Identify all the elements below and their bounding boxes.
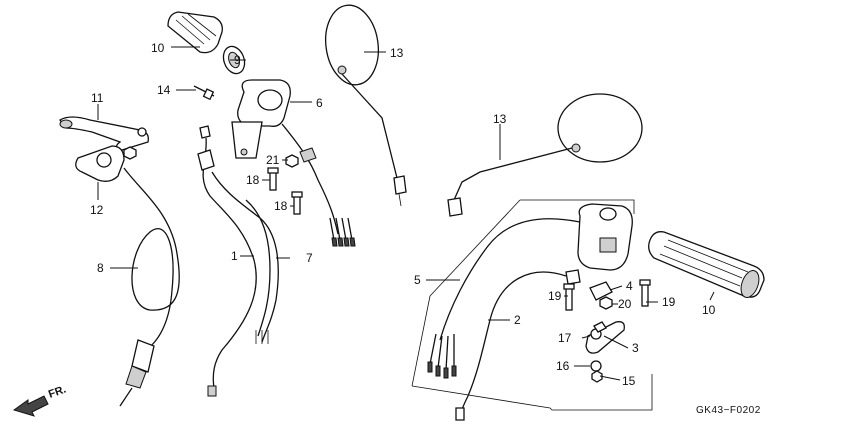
callout-4: 4 xyxy=(626,279,633,293)
callout-15: 15 xyxy=(622,374,636,388)
right-switch-assembly-frame xyxy=(411,199,653,411)
left-switch-harness xyxy=(281,123,356,247)
callout-9: 9 xyxy=(234,53,241,67)
callout-18-lower: 18 xyxy=(274,199,288,213)
left-switch-housing xyxy=(231,79,291,159)
leader-lines xyxy=(97,46,715,381)
callout-19-right: 19 xyxy=(662,295,676,309)
callout-13-right-mirror: 13 xyxy=(493,112,507,126)
callout-18-upper: 18 xyxy=(246,173,260,187)
callout-3: 3 xyxy=(632,341,639,355)
callout-11: 11 xyxy=(91,91,104,105)
right-grip xyxy=(648,231,765,298)
right-switch-housing xyxy=(427,203,633,379)
left-mirror xyxy=(325,4,407,207)
front-direction-label: FR. xyxy=(47,383,68,400)
callout-2: 2 xyxy=(514,313,521,327)
nut-20 xyxy=(599,296,613,310)
callout-10-left-grip: 10 xyxy=(151,41,165,55)
callout-21: 21 xyxy=(266,153,280,167)
callout-20: 20 xyxy=(618,297,632,311)
callout-8: 8 xyxy=(97,261,104,275)
callout-16: 16 xyxy=(556,359,570,373)
callout-17: 17 xyxy=(558,331,572,345)
callout-1: 1 xyxy=(231,249,238,263)
callout-19-left: 19 xyxy=(548,289,562,303)
bracket-4 xyxy=(589,281,613,301)
screws-18 xyxy=(267,167,303,215)
callout-5: 5 xyxy=(414,273,421,287)
callout-14: 14 xyxy=(157,83,171,97)
nut-21 xyxy=(285,154,299,168)
throttle-cable-b xyxy=(197,149,279,344)
right-mirror xyxy=(447,93,643,217)
bracket-3-assembly xyxy=(585,321,625,383)
callout-12: 12 xyxy=(90,203,104,217)
front-direction-arrow xyxy=(12,395,49,417)
screws-19 xyxy=(563,279,651,311)
callout-6: 6 xyxy=(316,96,323,110)
throttle-cable-a xyxy=(199,125,257,397)
callout-10-right-grip: 10 xyxy=(702,303,716,317)
screw-14 xyxy=(193,85,215,101)
clutch-holder xyxy=(75,145,137,182)
callout-13-left-mirror: 13 xyxy=(390,46,404,60)
callout-7: 7 xyxy=(306,251,313,265)
right-cable-2 xyxy=(455,269,581,421)
clutch-cable xyxy=(119,167,180,407)
diagram-code: GK43−F0202 xyxy=(696,405,761,416)
clutch-lever xyxy=(59,116,149,151)
